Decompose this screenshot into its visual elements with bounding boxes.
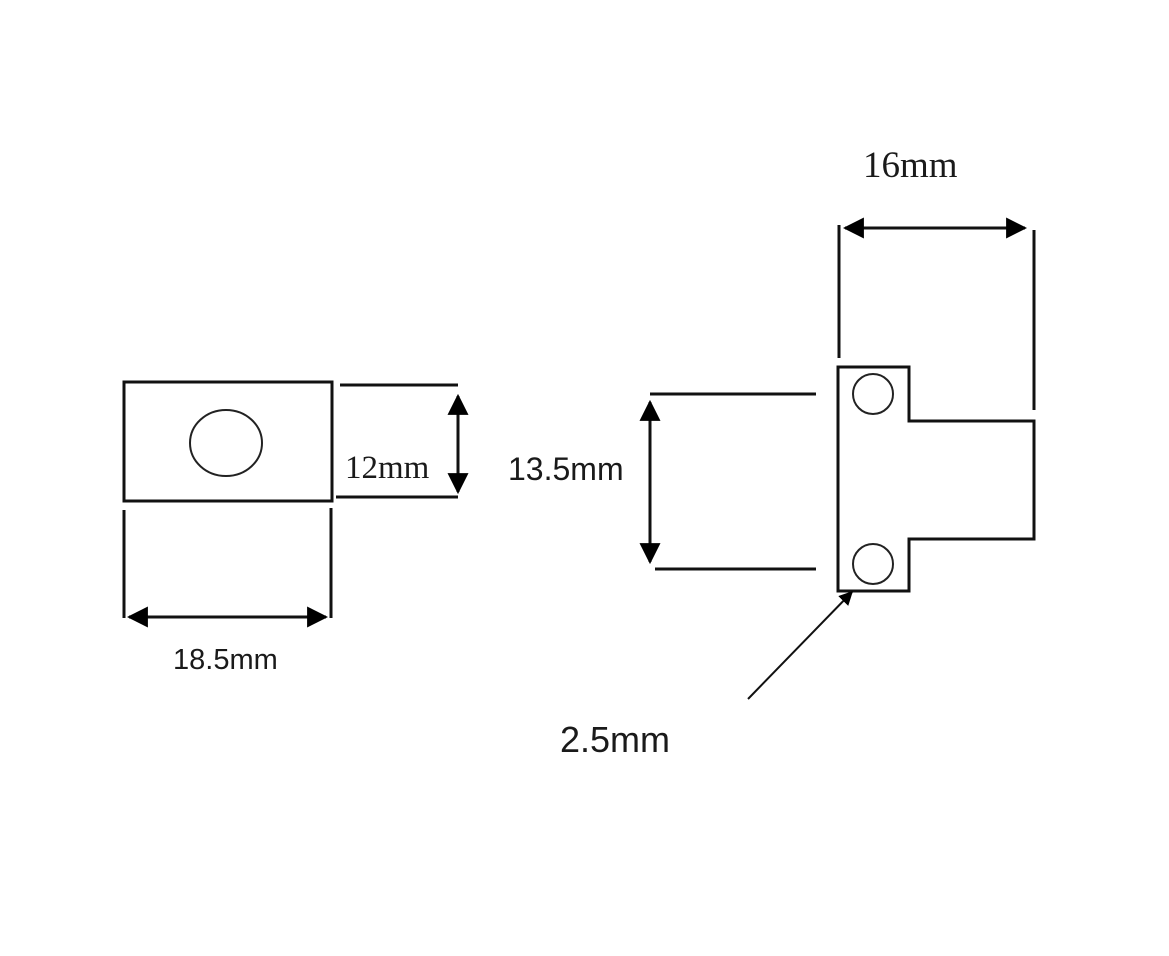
right-part-hole-top [852, 373, 894, 415]
right-part: 16mm 13.5mm 2.5mm [508, 145, 1036, 760]
right-width-label: 16mm [863, 145, 958, 186]
left-height-label: 12mm [345, 450, 430, 486]
left-width-label: 18.5mm [173, 644, 278, 676]
left-part-outline [122, 380, 334, 503]
hole-diameter-leader-arrow [747, 590, 853, 700]
right-spacing-label: 13.5mm [508, 451, 624, 487]
hole-diameter-label: 2.5mm [560, 719, 670, 760]
right-part-hole-bottom [852, 543, 894, 585]
left-part-hole [189, 409, 263, 477]
left-part: 12mm 18.5mm [122, 380, 469, 676]
right-part-outline [836, 365, 1036, 593]
